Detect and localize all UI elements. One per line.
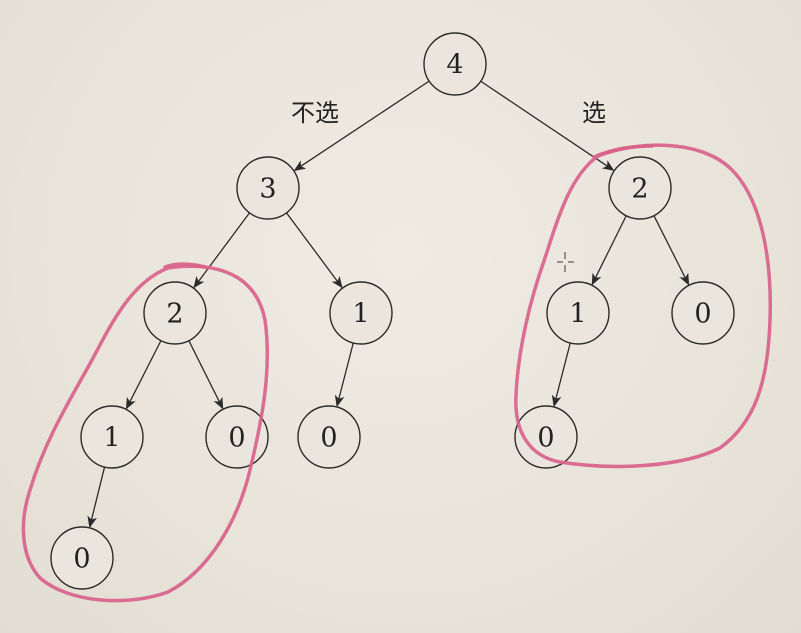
node-circle: [143, 281, 207, 345]
highlight-left-subtree-start: [163, 262, 210, 270]
node-label: 2: [631, 174, 648, 205]
edge-n-root-to-n-l: [293, 80, 430, 171]
node-circle: [50, 526, 114, 590]
highlight-right-subtree-start: [592, 144, 654, 159]
edge-n-lll-to-n-llll: [87, 466, 106, 529]
node-label: 0: [73, 544, 90, 575]
tree-node-n-root: 4: [423, 32, 487, 96]
node-label: 3: [259, 174, 276, 205]
node-label: 4: [446, 50, 463, 81]
tree-node-n-lll: 1: [80, 405, 144, 469]
node-label: 0: [694, 299, 711, 330]
highlight-strokes: [21, 143, 772, 603]
tree-node-n-ll: 2: [143, 281, 207, 345]
edge-n-l-to-n-lr: [285, 212, 343, 289]
node-circle: [80, 405, 144, 469]
node-circle: [297, 405, 361, 469]
edge-label-not-select: 不选: [291, 99, 339, 127]
edge-n-r-to-n-rl: [591, 215, 627, 286]
highlight-left-subtree: [21, 264, 270, 603]
node-label: 1: [103, 423, 120, 454]
highlight-right-subtree: [514, 143, 772, 469]
node-circle: [546, 281, 610, 345]
tree-node-n-r: 2: [608, 156, 672, 220]
edges-layer: [87, 80, 690, 529]
node-label: 2: [166, 299, 183, 330]
tree-node-n-l: 3: [236, 156, 300, 220]
edge-n-rl-to-n-rll: [551, 342, 571, 408]
edge-n-l-to-n-ll: [193, 212, 251, 289]
tree-node-n-lrl: 0: [297, 405, 361, 469]
edge-n-lr-to-n-lrl: [334, 342, 354, 408]
node-label: 0: [228, 423, 245, 454]
node-circle: [423, 32, 487, 96]
node-circle: [671, 281, 735, 345]
edge-n-r-to-n-rr: [653, 215, 690, 286]
node-circle: [236, 156, 300, 220]
node-label: 1: [352, 299, 369, 330]
node-label: 0: [320, 423, 337, 454]
node-circle: [329, 281, 393, 345]
node-label: 0: [537, 423, 554, 454]
node-circle: [514, 405, 578, 469]
tree-node-n-rr: 0: [671, 281, 735, 345]
crosshair-cursor-icon: [557, 252, 574, 272]
edge-n-root-to-n-r: [480, 80, 615, 171]
edge-n-ll-to-n-llr: [188, 340, 224, 410]
edge-n-ll-to-n-lll: [125, 340, 162, 410]
node-circle: [608, 156, 672, 220]
tree-node-n-rll: 0: [514, 405, 578, 469]
nodes-layer: 4 3 2 2 1 1 0 0 0 1 0 0: [50, 32, 735, 590]
tree-node-n-llll: 0: [50, 526, 114, 590]
tree-node-n-lr: 1: [329, 281, 393, 345]
node-label: 1: [569, 299, 586, 330]
edge-label-select: 选: [582, 99, 606, 127]
tree-node-n-rl: 1: [546, 281, 610, 345]
